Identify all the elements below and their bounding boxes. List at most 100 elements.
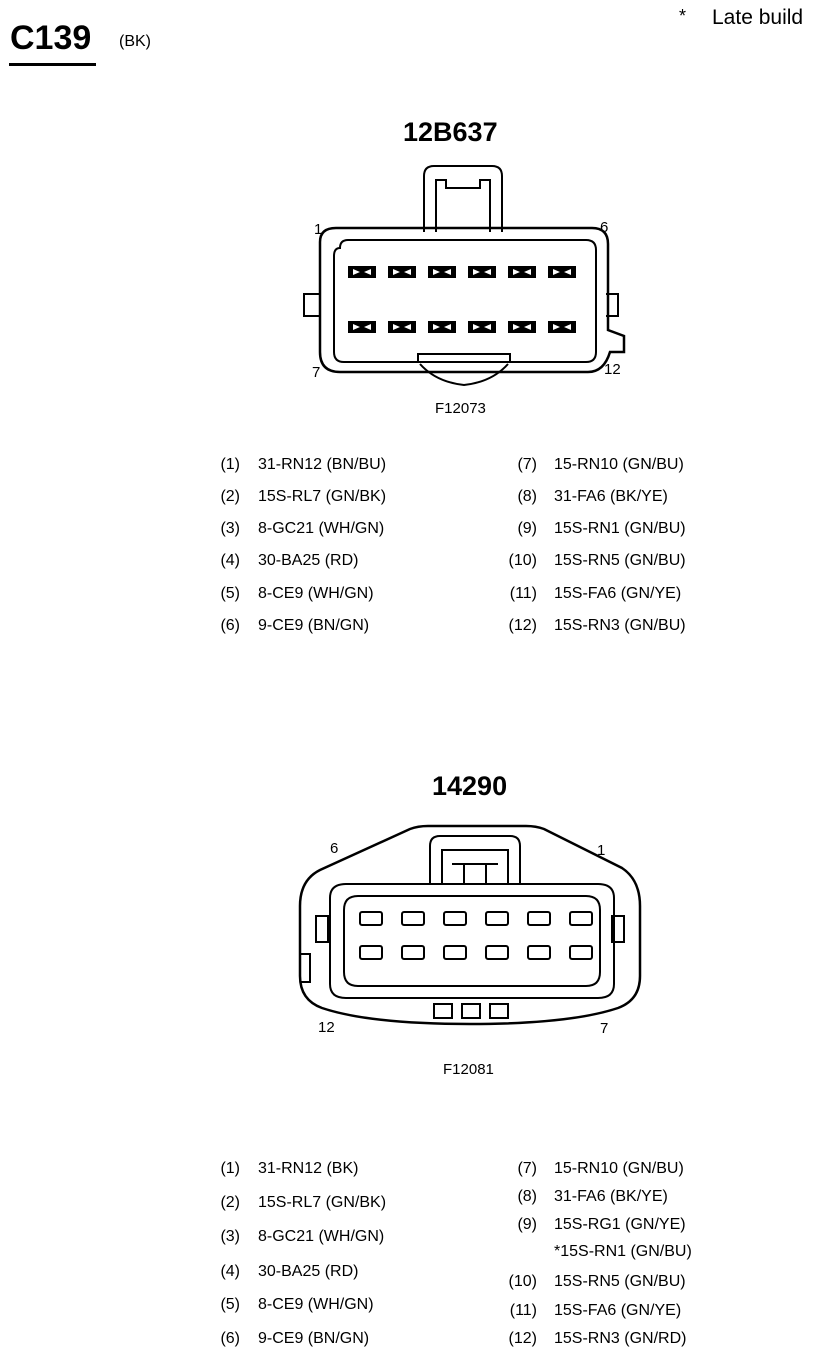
connector-1-terminal-slot [433,269,451,275]
connector-1-terminal-slot [553,269,571,275]
connector-2-pin-index: (5) [220,1296,240,1313]
connector-1-terminal-slot [513,269,531,275]
connector-1-pin-wire: 31-RN12 (BN/BU) [258,456,387,473]
connector-1-pin-wire: 15S-RL7 (GN/BK) [258,488,387,505]
connector-1-pin-label-top-right: 6 [600,219,609,236]
connector-2-terminal [359,911,383,926]
connector-1-pin-wire: 31-FA6 (BK/YE) [554,488,668,505]
connector-2-terminal [569,945,593,960]
connector-2-pin-index: (2) [220,1194,240,1211]
connector-1-pin-label-bottom-right: 12 [604,361,621,378]
connector-2-pin-index: (8) [517,1188,537,1205]
connector-2-pin-label-bottom-right: 7 [600,1020,609,1037]
connector-1-pin-index: (2) [220,488,240,505]
connector-1-figure-id: F12073 [435,400,486,417]
connector-2-pin-wire: 8-CE9 (WH/GN) [258,1296,374,1313]
connector-2-part-number: 14290 [432,771,508,801]
connector-1-terminal-slot [473,269,491,275]
connector-2-terminal [485,945,509,960]
connector-1-pin-wire: 15-RN10 (GN/BU) [554,456,684,473]
connector-1-pin-index: (8) [517,488,537,505]
connector-1-terminal-slot [393,324,411,330]
connector-1-pin-index: (4) [220,552,240,569]
connector-2-terminal [401,911,425,926]
connector-1-pin-index: (6) [220,617,240,634]
connector-2-pin-wire: 15S-RL7 (GN/BK) [258,1194,387,1211]
connector-1-pin-wire: 8-CE9 (WH/GN) [258,585,374,602]
connector-2-pin-index: (12) [508,1330,537,1347]
connector-1-terminal [428,266,456,278]
connector-1-pin-index: (9) [517,520,537,537]
connector-1-terminal [508,266,536,278]
connector-2-pin-index: (4) [220,1263,240,1280]
connector-2-pin-wire: 31-RN12 (BK) [258,1160,359,1177]
connector-title: C139 [10,19,92,57]
connector-1-pin-index: (7) [517,456,537,473]
connector-1-pin-wire: 15S-RN3 (GN/BU) [554,617,686,634]
connector-2-pin-index: (3) [220,1228,240,1245]
connector-2-pin-index: (9) [517,1216,537,1233]
connector-1-terminal [348,266,376,278]
connector-2-terminal [359,945,383,960]
connector-1-terminal [468,321,496,333]
connector-1-pin-label-bottom-left: 7 [312,364,321,381]
connector-1-terminal-slot [553,324,571,330]
connector-1-terminal [508,321,536,333]
legend-symbol: * [679,6,687,26]
connector-2-pin-label-top-right: 1 [597,842,606,859]
connector-1-pin-index: (11) [509,585,537,602]
connector-1-pin-index: (3) [220,520,240,537]
connector-2-pin-wire: 8-GC21 (WH/GN) [258,1228,385,1245]
connector-2-pin-label-top-left: 6 [330,840,339,857]
connector-1-pin-index: (12) [508,617,537,634]
legend-text: Late build [712,6,804,29]
connector-2-terminal [443,945,467,960]
connector-1-pin-wire: 9-CE9 (BN/GN) [258,617,370,634]
title-underline [9,63,96,66]
connector-1-pin-wire: 15S-RN1 (GN/BU) [554,520,686,537]
connector-2-pin-wire: 31-FA6 (BK/YE) [554,1188,668,1205]
connector-1-part-number: 12B637 [403,117,498,147]
connector-2-figure-id: F12081 [443,1061,494,1078]
connector-1-pin-wire: 15S-FA6 (GN/YE) [554,585,682,602]
connector-2-pin-wire: 15S-RN3 (GN/RD) [554,1330,687,1347]
connector-2-pin-wire: 30-BA25 (RD) [258,1263,359,1280]
connector-2-terminal [527,911,551,926]
connector-1-diagram [303,165,626,387]
connector-2-pin-wire: *15S-RN1 (GN/BU) [554,1243,692,1260]
connector-2-pin-index: (1) [220,1160,240,1177]
connector-1-pin-wire: 15S-RN5 (GN/BU) [554,552,686,569]
connector-2-pin-index: (7) [517,1160,537,1177]
connector-2-terminal [527,945,551,960]
connector-color-code: (BK) [119,33,151,50]
connector-1-pin-wire: 30-BA25 (RD) [258,552,359,569]
connector-1-terminal [388,321,416,333]
connector-1-terminal-slot [393,269,411,275]
connector-1-pin-index: (10) [508,552,537,569]
connector-2-pin-wire: 15S-FA6 (GN/YE) [554,1302,682,1319]
connector-1-terminal-slot [433,324,451,330]
connector-1-terminal-slot [353,324,371,330]
connector-2-pin-wire: 15S-RN5 (GN/BU) [554,1273,686,1290]
connector-1-terminal-slot [513,324,531,330]
connector-2-pin-wire: 15-RN10 (GN/BU) [554,1160,684,1177]
connector-1-terminal [468,266,496,278]
connector-2-pin-wire: 9-CE9 (BN/GN) [258,1330,370,1347]
connector-1-terminal-slot [353,269,371,275]
connector-2-pin-index: (6) [220,1330,240,1347]
connector-2-pin-index: (10) [508,1273,537,1290]
connector-1-terminal [388,266,416,278]
connector-2-terminal [401,945,425,960]
connector-1-pin-label-top-left: 1 [314,221,323,238]
connector-2-pin-label-bottom-left: 12 [318,1019,335,1036]
connector-1-pin-index: (1) [220,456,240,473]
connector-1-pin-wire: 8-GC21 (WH/GN) [258,520,385,537]
connector-1-terminal-slot [473,324,491,330]
connector-2-terminal [443,911,467,926]
connector-1-terminal [428,321,456,333]
connector-2-terminal [485,911,509,926]
connector-1-terminal [348,321,376,333]
connector-2-pin-wire: 15S-RG1 (GN/YE) [554,1216,686,1233]
connector-1-pin-index: (5) [220,585,240,602]
connector-2-terminal [569,911,593,926]
